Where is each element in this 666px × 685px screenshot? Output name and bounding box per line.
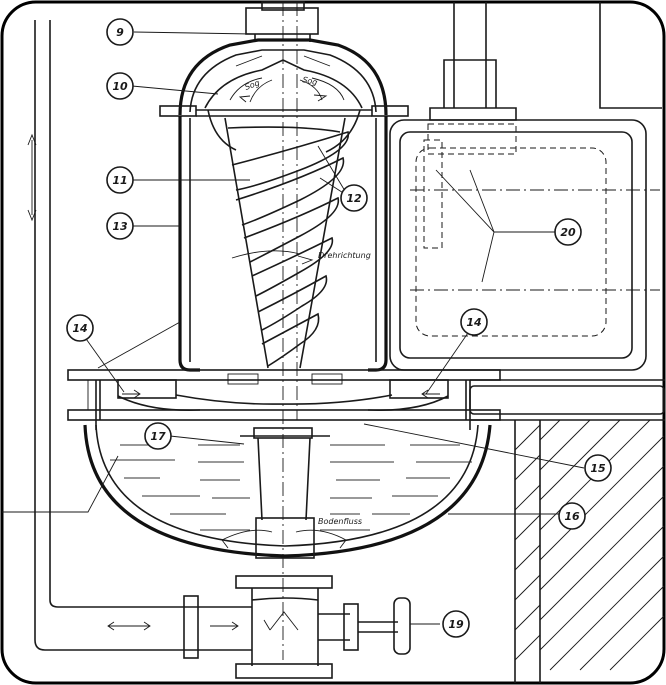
central-column <box>221 427 347 559</box>
callout-label: 10 <box>112 80 128 93</box>
callout-14-right: 14 <box>460 308 488 336</box>
callout-label: 19 <box>448 618 464 631</box>
callout-label: 17 <box>150 430 166 443</box>
callout-label: 14 <box>466 316 481 329</box>
callout-15: 15 <box>584 454 612 482</box>
callout-13: 13 <box>106 212 134 240</box>
annotation-flow: Bodenfluss <box>318 517 362 526</box>
callout-11: 11 <box>106 166 134 194</box>
callout-label: 11 <box>112 174 127 187</box>
callout-20: 20 <box>554 218 582 246</box>
callout-16: 16 <box>558 502 586 530</box>
callout-19: 19 <box>442 610 470 638</box>
stator-plate <box>67 369 665 430</box>
callout-14-left: 14 <box>66 314 94 342</box>
callout-12: 12 <box>340 184 368 212</box>
drain-valve <box>107 575 411 679</box>
callout-label: 14 <box>72 322 87 335</box>
callout-10: 10 <box>106 72 134 100</box>
upper-dome <box>159 38 409 117</box>
bypass-pipe <box>27 20 190 651</box>
leader-lines <box>2 31 585 625</box>
callout-label: 9 <box>116 26 124 39</box>
settling-bowl <box>83 424 492 558</box>
callout-label: 15 <box>590 462 606 475</box>
callout-9: 9 <box>106 18 134 46</box>
motor-housing <box>389 2 662 371</box>
annotation-sog-right: Sog <box>302 75 319 87</box>
annotation-rotation: Drehrichtung <box>318 251 371 260</box>
callout-label: 16 <box>564 510 580 523</box>
callout-label: 13 <box>112 220 128 233</box>
callout-17: 17 <box>144 422 172 450</box>
callout-label: 20 <box>560 226 576 239</box>
helical-rotor <box>207 94 361 369</box>
callout-label: 12 <box>346 192 362 205</box>
